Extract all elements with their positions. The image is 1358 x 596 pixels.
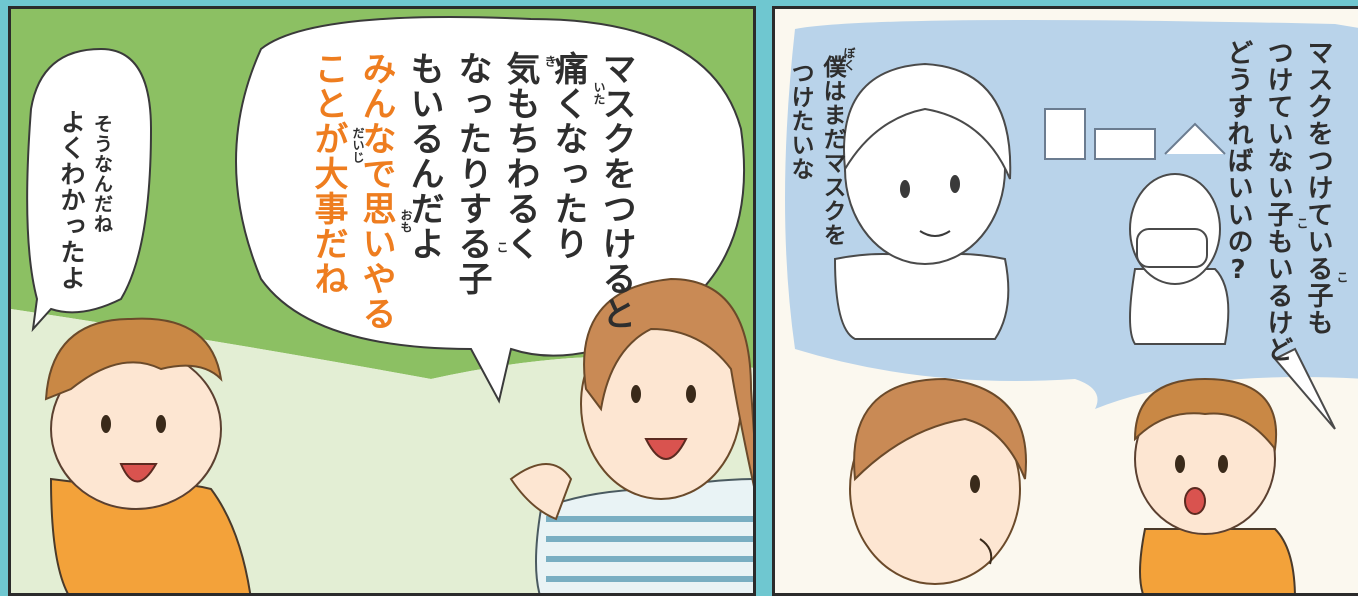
furigana-ita: いた [592,81,606,105]
furigana-omo: おも [399,209,413,233]
furigana-ko-2: こ [1295,217,1309,229]
boy-illustration-right [1133,377,1296,593]
furigana-ko-1: こ [1335,271,1349,283]
mom-speech-line-7: ことが大事だね [308,51,348,296]
mom-speech-line-3: 気もちわるく [500,51,540,261]
panel-right-art [785,20,1358,593]
mom-speech-line-6: みんなで思いやる [356,51,396,331]
thought-line-2: つけたいな [787,61,813,181]
mom-illustration [509,277,753,593]
thought-girl-illustration [833,62,1012,340]
boy-speech-line-2: よくわかったよ [57,109,86,291]
question-line-1: マスクをつけている子も [1303,39,1333,336]
furigana-daiji: だいじ [351,127,365,163]
question-line-2: つけていない子もいるけど [1263,39,1293,363]
comic-panel-right: マスクをつけている子も つけていない子もいるけど どうすればいいの? こ こ 僕… [772,6,1358,596]
mom-speech-line-5: もいるんだよ [404,51,444,261]
thought-masked-kid-illustration [1129,173,1230,345]
comic-panel-left: マスクをつけると 痛くなったり 気もちわるく なったりする子 もいるんだよ みん… [8,6,756,596]
boy-speech-line-1: そうなんだね [91,114,113,234]
thought-line-1: 僕はまだマスクを [819,55,845,247]
mom-speech-line-1: マスクをつけると [596,51,636,331]
mom-speech-line-2: 痛くなったり [548,51,588,261]
question-line-3: どうすればいいの? [1223,39,1253,286]
girl-illustration [849,377,1027,585]
boy-illustration [44,317,252,593]
mom-speech-line-4: なったりする子 [452,51,492,296]
furigana-ki: き [543,55,557,67]
panel-left-art [11,9,753,593]
furigana-ko: こ [495,241,509,253]
furigana-boku: ぼく [842,47,856,71]
